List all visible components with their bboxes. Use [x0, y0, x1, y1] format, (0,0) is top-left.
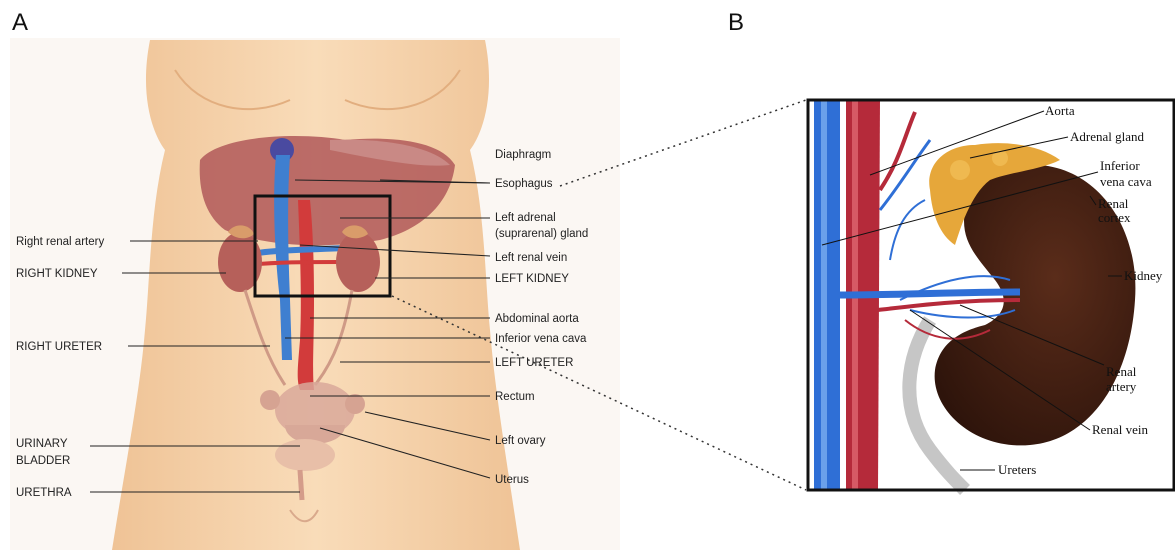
panel-label-a: A — [12, 9, 28, 36]
label-kidney: Kidney — [1124, 268, 1163, 283]
label-vena-cava: vena cava — [1100, 174, 1152, 189]
label-suprarenal-gland: (suprarenal) gland — [495, 228, 588, 240]
label-renal-artery-1: Renal — [1106, 364, 1137, 379]
label-right-kidney: RIGHT KIDNEY — [16, 268, 98, 280]
label-urethra: URETHRA — [16, 487, 72, 499]
label-inferior-vena-cava: Inferior vena cava — [495, 333, 587, 345]
label-renal-cortex-2: cortex — [1098, 210, 1131, 225]
label-uterus: Uterus — [495, 474, 529, 486]
label-rectum: Rectum — [495, 391, 535, 403]
label-left-adrenal: Left adrenal — [495, 212, 556, 224]
label-adrenal-gland: Adrenal gland — [1070, 129, 1145, 144]
label-right-renal-artery: Right renal artery — [16, 236, 104, 248]
label-right-ureter: RIGHT URETER — [16, 341, 102, 353]
label-renal-cortex-1: Renal — [1098, 196, 1129, 211]
panel-label-b: B — [728, 9, 744, 36]
label-diaphragm: Diaphragm — [495, 149, 551, 161]
label-ureters: Ureters — [998, 462, 1036, 477]
label-renal-artery-2: artery — [1106, 379, 1137, 394]
label-left-renal-vein: Left renal vein — [495, 252, 567, 264]
label-esophagus: Esophagus — [495, 178, 553, 190]
label-bladder: BLADDER — [16, 455, 70, 467]
label-abdominal-aorta: Abdominal aorta — [495, 313, 579, 325]
label-left-ovary: Left ovary — [495, 435, 546, 447]
label-renal-vein: Renal vein — [1092, 422, 1148, 437]
label-inferior: Inferior — [1100, 158, 1140, 173]
label-aorta: Aorta — [1045, 103, 1075, 118]
label-left-kidney: LEFT KIDNEY — [495, 273, 569, 285]
label-urinary: URINARY — [16, 438, 68, 450]
